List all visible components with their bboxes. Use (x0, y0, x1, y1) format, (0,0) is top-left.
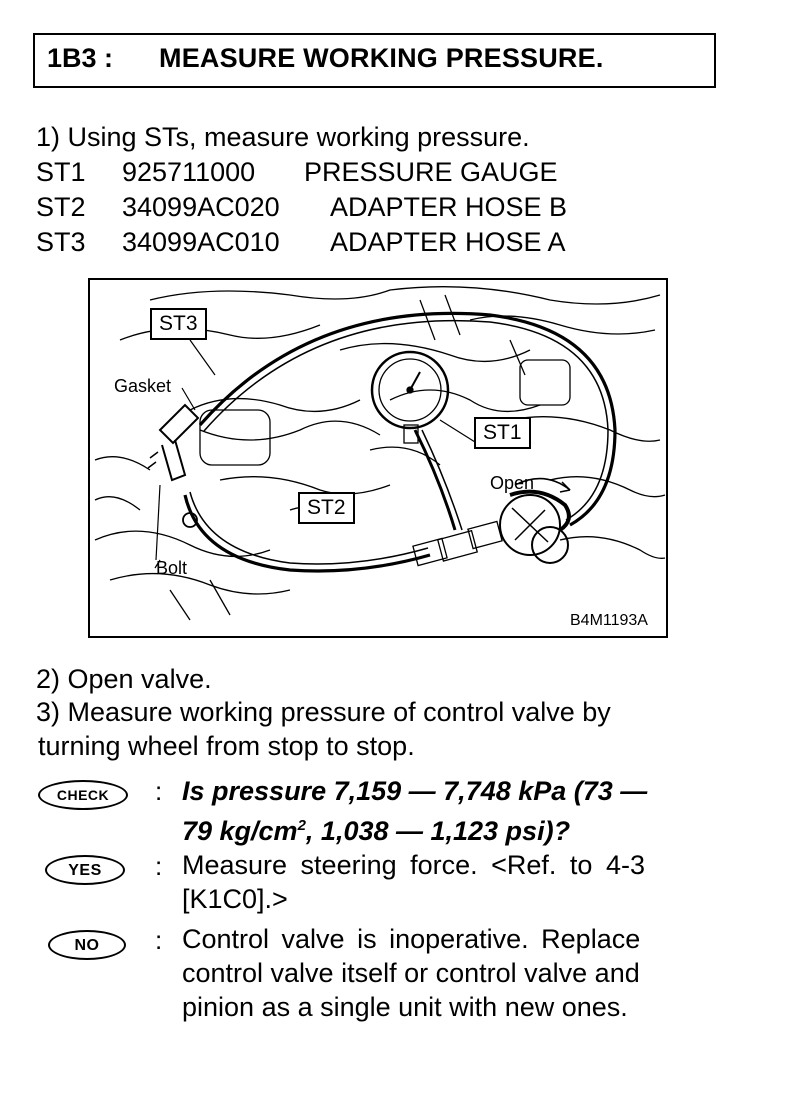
tool-row-st3: ST3 34099AC010 ADAPTER HOSE A (36, 225, 736, 260)
yes-response-line-2: [K1C0].> (182, 884, 288, 914)
label-open: Open (490, 473, 535, 493)
check-unit-text: 79 kg/cm (182, 816, 298, 846)
no-colon: : (155, 925, 163, 955)
check-colon: : (155, 776, 163, 806)
label-st2: ST2 (298, 492, 355, 524)
tool-part: 925711000 (122, 157, 256, 187)
no-response-line-2: control valve itself or control valve an… (182, 958, 640, 988)
yes-badge: YES (45, 855, 125, 885)
tool-row-st1: ST1 925711000 PRESSURE GAUGE (36, 155, 736, 190)
tool-name: ADAPTER HOSE A (330, 227, 566, 257)
check-psi-text: , 1,038 — 1,123 psi)? (305, 816, 571, 846)
check-question-line-2: 79 kg/cm2, 1,038 — 1,123 psi)? (182, 808, 570, 849)
step-3-line-2: turning wheel from stop to stop. (38, 731, 415, 761)
tool-part: 34099AC020 (122, 192, 280, 222)
step-1-text: 1) Using STs, measure working pressure. (36, 122, 530, 152)
yes-response-line-1: Measure steering force. <Ref. to 4-3 (182, 850, 645, 880)
check-badge: CHECK (38, 780, 128, 810)
section-heading: 1B3 : MEASURE WORKING PRESSURE. (33, 33, 716, 88)
section-title: MEASURE WORKING PRESSURE. (159, 43, 604, 73)
tool-row-st2: ST2 34099AC020 ADAPTER HOSE B (36, 190, 736, 225)
tool-id: ST1 (36, 157, 86, 187)
yes-colon: : (155, 851, 163, 881)
step-3-line-1: 3) Measure working pressure of control v… (36, 697, 611, 727)
label-bolt: Bolt (156, 558, 188, 578)
label-st1: ST1 (474, 417, 531, 449)
check-question-line-1: Is pressure 7,159 — 7,748 kPa (73 — (182, 776, 648, 806)
label-gasket: Gasket (114, 376, 172, 396)
tool-id: ST2 (36, 192, 86, 222)
pressure-gauge-illustration: ST3 ST1 ST2 Gasket Open Bolt B4M1193A (88, 278, 668, 638)
section-number: 1B3 : (47, 43, 114, 73)
step-2-text: 2) Open valve. (36, 664, 212, 694)
no-badge: NO (48, 930, 126, 960)
check-unit-superscript: 2 (297, 817, 306, 834)
tool-part: 34099AC010 (122, 227, 280, 257)
tool-name: ADAPTER HOSE B (330, 192, 568, 222)
tool-id: ST3 (36, 227, 86, 257)
label-st3: ST3 (150, 308, 207, 340)
tool-name: PRESSURE GAUGE (304, 157, 558, 187)
no-response-line-3: pinion as a single unit with new ones. (182, 992, 628, 1022)
no-response-line-1: Control valve is inoperative. Replace (182, 924, 641, 954)
figure-code: B4M1193A (570, 612, 648, 629)
engine-line-drawing (94, 286, 666, 621)
